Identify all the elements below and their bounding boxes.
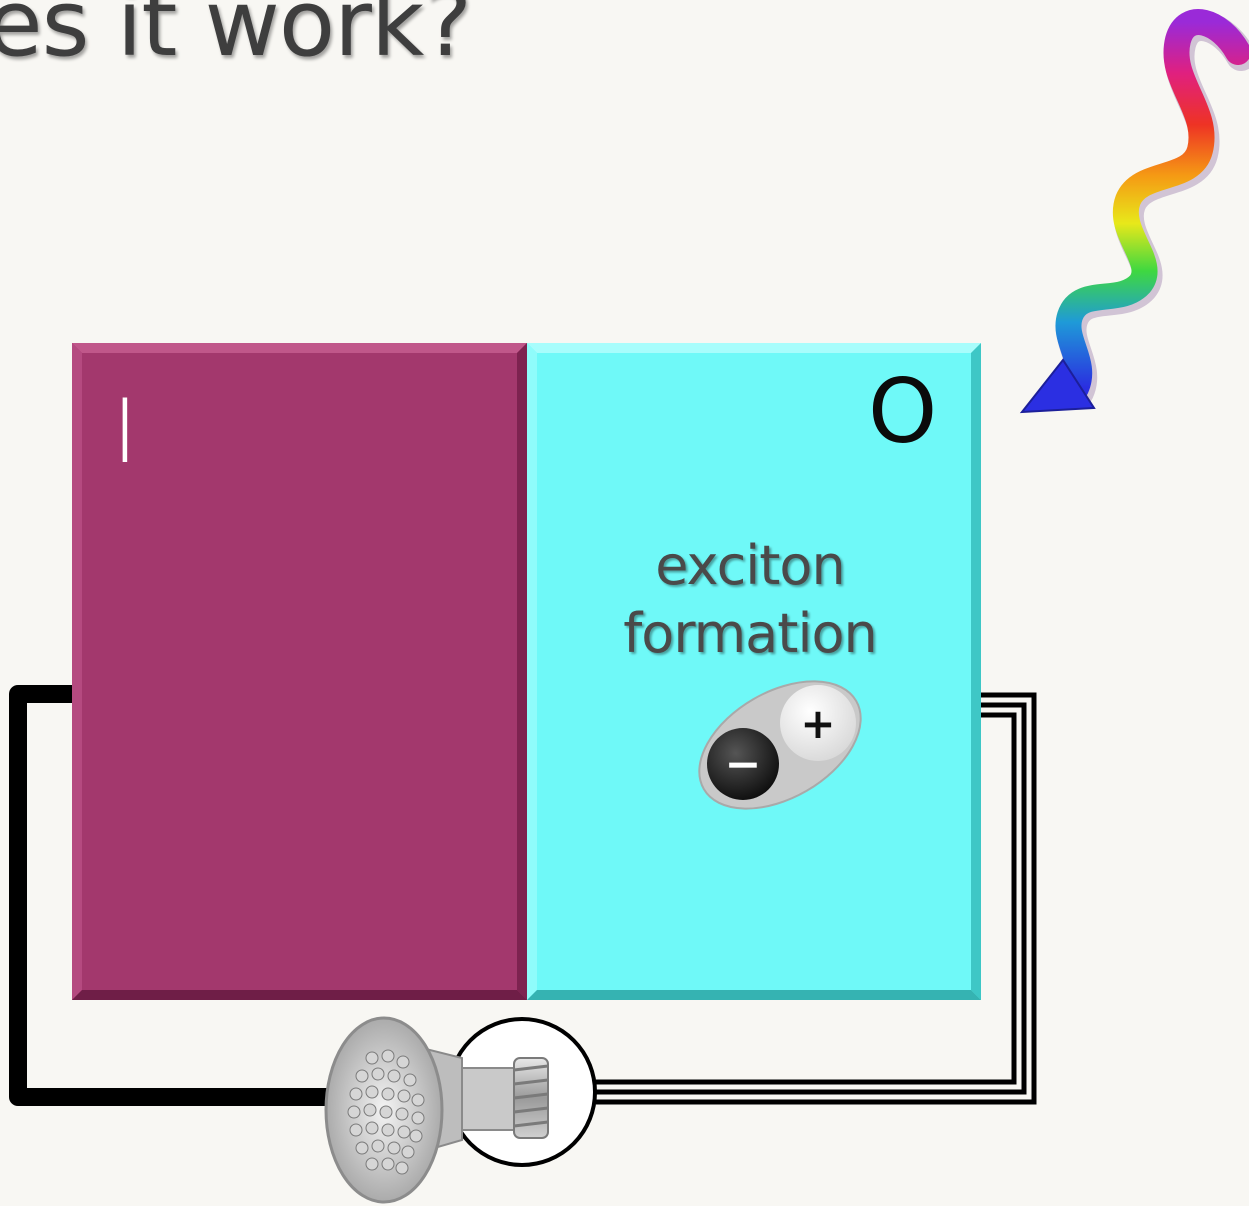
organic-label: O [868,368,937,456]
exciton-caption: exciton formation [580,532,920,668]
positive-sign: + [800,699,835,748]
exciton-caption-line2: formation [580,600,920,668]
led-bulb-icon [326,1018,595,1202]
exciton-caption-line1: exciton [580,532,920,600]
rainbow-photon-arrow-icon [1022,22,1241,412]
negative-sign: − [725,739,762,790]
inorganic-label: I [112,388,138,476]
bulb-screw-base [514,1058,548,1138]
inorganic-layer [72,343,527,1000]
